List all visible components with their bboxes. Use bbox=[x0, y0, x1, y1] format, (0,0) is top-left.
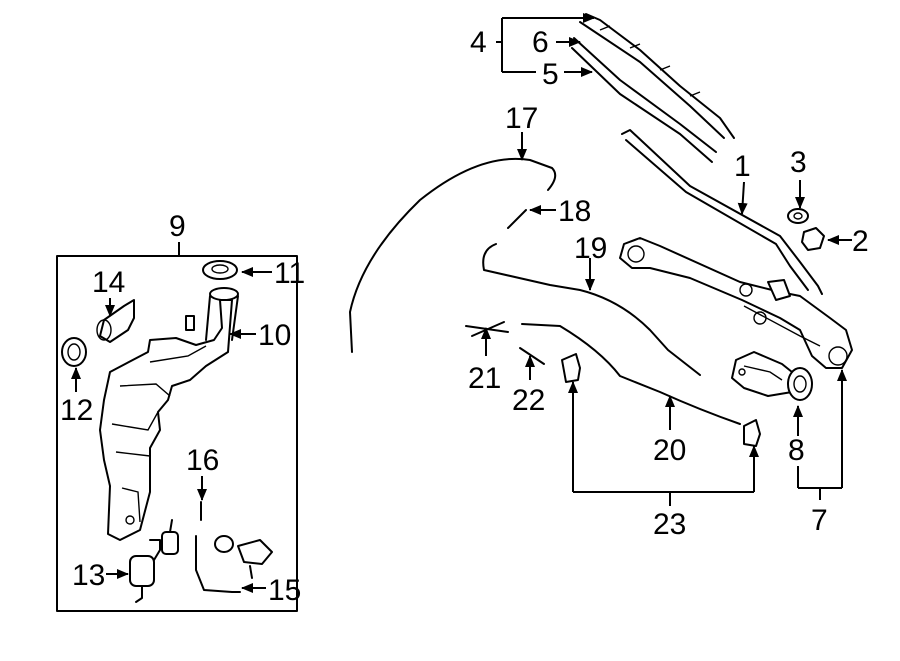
washer-hose-20 bbox=[521, 323, 741, 425]
callout-18: 18 bbox=[558, 195, 591, 228]
callout-2: 2 bbox=[852, 225, 869, 258]
callout-5: 5 bbox=[542, 58, 559, 91]
callout-10: 10 bbox=[258, 319, 291, 352]
reservoir-cap bbox=[202, 260, 238, 280]
wiper-blade-assembly bbox=[571, 13, 735, 163]
leader-1 bbox=[737, 181, 748, 215]
callout-21: 21 bbox=[468, 362, 501, 395]
reservoir-group-box bbox=[56, 255, 298, 612]
callout-13: 13 bbox=[72, 559, 105, 592]
washer-hose-19 bbox=[482, 243, 701, 376]
leader-7 bbox=[797, 369, 847, 500]
hose-connector-22 bbox=[519, 347, 545, 365]
filler-neck bbox=[205, 287, 239, 341]
level-sensor bbox=[96, 299, 135, 343]
callout-8: 8 bbox=[788, 434, 805, 467]
callout-4: 4 bbox=[470, 26, 487, 59]
callout-16: 16 bbox=[186, 444, 219, 477]
wiper-motor bbox=[731, 351, 813, 401]
washer-reservoir-tank bbox=[99, 299, 233, 541]
callout-9: 9 bbox=[169, 210, 186, 243]
wiper-arm bbox=[621, 129, 823, 295]
callout-19: 19 bbox=[574, 232, 607, 265]
callout-1: 1 bbox=[734, 150, 751, 183]
callout-7: 7 bbox=[811, 504, 828, 537]
callout-3: 3 bbox=[790, 146, 807, 179]
callout-22: 22 bbox=[512, 384, 545, 417]
callout-17: 17 bbox=[505, 102, 538, 135]
leader-4-6-5 bbox=[496, 13, 595, 77]
pivot-washer bbox=[787, 208, 809, 224]
callout-15: 15 bbox=[268, 574, 301, 607]
callout-6: 6 bbox=[532, 26, 549, 59]
callout-11: 11 bbox=[274, 257, 305, 290]
pivot-nut bbox=[801, 227, 825, 251]
washer-hose-17 bbox=[349, 157, 557, 353]
wiper-linkage bbox=[619, 237, 853, 369]
grommet bbox=[61, 337, 87, 367]
reservoir-clip bbox=[185, 315, 195, 331]
washer-pump bbox=[129, 519, 179, 603]
callout-20: 20 bbox=[653, 434, 686, 467]
pump-connector bbox=[214, 535, 273, 579]
hose-connector-18 bbox=[507, 209, 527, 229]
washer-nozzle-left bbox=[561, 353, 581, 383]
callout-12: 12 bbox=[60, 394, 93, 427]
washer-nozzle-right bbox=[743, 419, 761, 447]
callout-14: 14 bbox=[92, 266, 125, 299]
callout-23: 23 bbox=[653, 508, 686, 541]
leader-23 bbox=[568, 381, 759, 506]
hose-15 bbox=[195, 535, 241, 593]
